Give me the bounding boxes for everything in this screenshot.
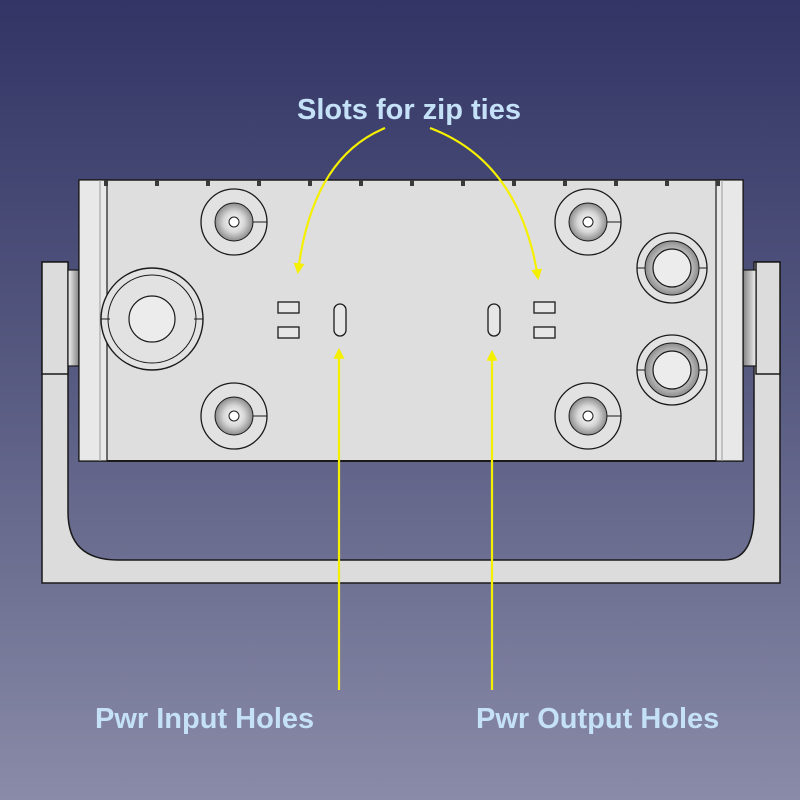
- power-input-hole: [333, 303, 347, 337]
- slot-arrow-right: [429, 126, 543, 281]
- zip-tie-slots-right: [533, 301, 556, 339]
- mounting-boss-top-left: [200, 188, 268, 256]
- top-notches: [104, 180, 720, 186]
- mounting-boss-bottom-right: [554, 382, 622, 450]
- left-hinge: [41, 261, 81, 375]
- slots-for-zip-ties-label: Slots for zip ties: [297, 94, 521, 126]
- power-output-hole: [487, 303, 501, 337]
- zip-tie-slots-left: [277, 301, 300, 339]
- slot-arrow-left: [293, 126, 386, 275]
- power-output-holes-label: Pwr Output Holes: [476, 703, 720, 735]
- port-right-upper: [636, 232, 708, 304]
- mounting-boss-top-right: [554, 188, 622, 256]
- mounting-boss-bottom-left: [200, 382, 268, 450]
- power-input-holes-label: Pwr Input Holes: [95, 703, 315, 735]
- port-right-lower: [636, 334, 708, 406]
- u-bracket: [41, 261, 781, 584]
- large-port-left: [100, 267, 204, 371]
- annotation-arrows: [293, 126, 543, 690]
- right-hinge: [741, 261, 781, 375]
